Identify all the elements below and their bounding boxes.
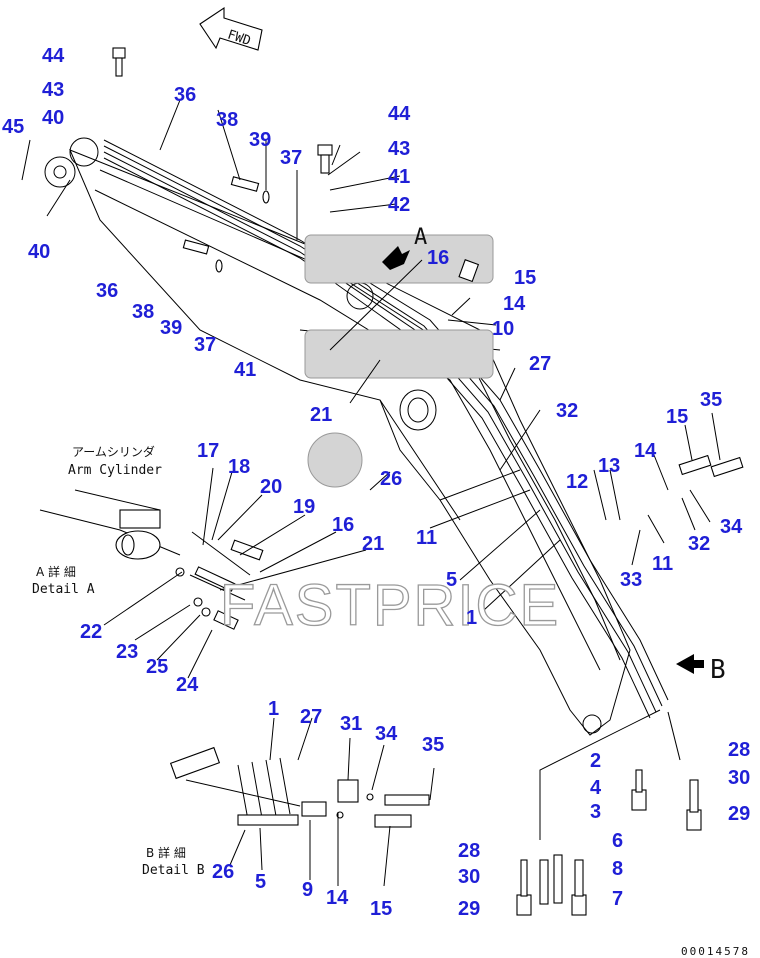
- callout: 27: [300, 706, 322, 728]
- callout: 26: [380, 468, 402, 490]
- callout: 44: [388, 103, 411, 125]
- callout: 35: [422, 734, 444, 756]
- callout: 18: [228, 456, 250, 478]
- callout: 22: [80, 621, 102, 643]
- callout: 34: [720, 516, 743, 538]
- callout: 27: [529, 353, 551, 375]
- part-bolt-38: [182, 176, 260, 255]
- detail-a-jp: A 詳 細: [36, 564, 76, 579]
- callout: 43: [388, 138, 410, 160]
- detail-b-drawing: [169, 746, 430, 828]
- callout: 4: [590, 777, 602, 799]
- callout: 24: [176, 674, 199, 696]
- part-bolt-44b: [317, 144, 333, 174]
- arm-cylinder-jp: アームシリンダ: [72, 444, 155, 459]
- detail-a-callout: A: [414, 225, 427, 250]
- callout: 7: [612, 888, 623, 910]
- callout: 35: [700, 389, 722, 411]
- callout: 14: [503, 293, 526, 315]
- detail-b-en: Detail B: [142, 863, 205, 878]
- callout: 38: [132, 301, 154, 323]
- callout: 17: [197, 440, 219, 462]
- callout: 19: [293, 496, 315, 518]
- callout: 30: [458, 866, 480, 888]
- callout: 36: [96, 280, 118, 302]
- callout: 13: [598, 455, 620, 477]
- callout: 1: [466, 607, 477, 629]
- callout: 40: [42, 107, 64, 129]
- callout: 9: [302, 879, 313, 901]
- callout: 31: [340, 713, 362, 735]
- callout: 34: [375, 723, 398, 745]
- callout: 30: [728, 767, 750, 789]
- callout: 20: [260, 476, 282, 498]
- part-bolt-15: [458, 259, 480, 283]
- callout: 2: [590, 750, 601, 772]
- callout: 16: [332, 514, 354, 536]
- detail-a-arrow-icon: [382, 246, 410, 270]
- fwd-label: FWD: [225, 28, 252, 50]
- callout: 36: [174, 84, 196, 106]
- callout: 37: [194, 334, 216, 356]
- callout: 11: [416, 527, 437, 549]
- callout: 21: [310, 404, 332, 426]
- callout: 15: [666, 406, 688, 428]
- detail-a-en: Detail A: [32, 582, 95, 597]
- callout: 12: [566, 471, 588, 493]
- watermark: FASTPRICE: [220, 573, 560, 638]
- callout: 39: [160, 317, 182, 339]
- part-bolts-35-15: [678, 454, 744, 478]
- callout: 6: [612, 830, 623, 852]
- placeholder-circle: [307, 432, 363, 488]
- callout: 15: [514, 267, 536, 289]
- callout: 28: [728, 739, 750, 761]
- callout: 10: [492, 318, 514, 340]
- callout: 38: [216, 109, 238, 131]
- callout-numbers: 44 43 40 45 40 36 38 39 37 36 38 39 37 4…: [2, 45, 750, 920]
- callout: 32: [688, 533, 710, 555]
- callout: 8: [612, 858, 623, 880]
- callout: 29: [458, 898, 480, 920]
- detail-b-callout: B: [710, 655, 726, 685]
- callout: 41: [388, 166, 410, 188]
- callout: 41: [234, 359, 256, 381]
- placeholder-box: [304, 329, 494, 379]
- callout: 45: [2, 116, 24, 138]
- callout: 37: [280, 147, 302, 169]
- part-bolt-44: [112, 47, 126, 77]
- callout: 21: [362, 533, 384, 555]
- callout: 15: [370, 898, 392, 920]
- callout: 5: [255, 871, 266, 893]
- callout: 25: [146, 656, 168, 678]
- callout: 42: [388, 194, 410, 216]
- serial-number: 00014578: [681, 945, 750, 958]
- callout: 5: [446, 569, 457, 591]
- detail-a-drawing: [39, 489, 264, 630]
- callout: 33: [620, 569, 642, 591]
- callout: 29: [728, 803, 750, 825]
- callout: 16: [427, 247, 449, 269]
- callout: 44: [42, 45, 65, 67]
- leader-lines: [21, 99, 721, 887]
- callout: 3: [590, 801, 601, 823]
- callout: 14: [634, 440, 657, 462]
- callout: 26: [212, 861, 234, 883]
- callout: 23: [116, 641, 138, 663]
- callout: 14: [326, 887, 349, 909]
- part-washers-39: [215, 190, 270, 273]
- detail-b-arrow-icon: [676, 654, 704, 674]
- fwd-arrow-icon: [199, 6, 263, 51]
- callout: 39: [249, 129, 271, 151]
- flange-bolts: [516, 769, 702, 916]
- callout: 40: [28, 241, 50, 263]
- callout: 11: [652, 553, 673, 575]
- callout: 32: [556, 400, 578, 422]
- callout: 43: [42, 79, 64, 101]
- callout: 1: [268, 698, 279, 720]
- detail-b-jp: B 詳 細: [146, 845, 186, 860]
- callout: 28: [458, 840, 480, 862]
- arm-cylinder-en: Arm Cylinder: [68, 463, 162, 478]
